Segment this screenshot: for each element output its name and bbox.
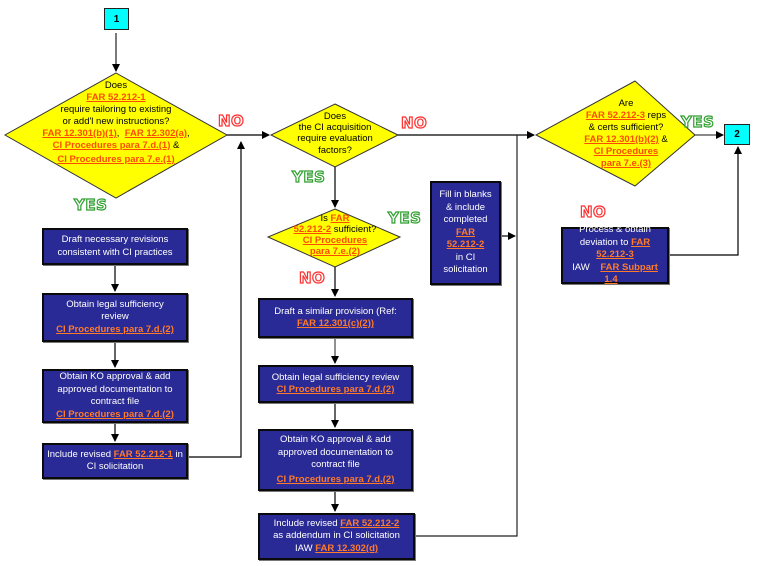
process-text: Include revised — [47, 448, 112, 460]
process-text: as addendum in CI solicitation — [273, 530, 400, 542]
no-label-d4: NO — [579, 202, 607, 221]
process-text: IAW — [572, 261, 590, 273]
link-ci-procedures-7-e-3-b[interactable]: para 7.e.(3) — [600, 158, 652, 169]
yes-label-d2: YES — [291, 167, 326, 186]
link-far-52-212-3[interactable]: FAR 52.212-3 — [585, 110, 646, 121]
start-terminal: 1 — [104, 8, 129, 30]
yes-label-d1: YES — [73, 195, 108, 214]
link-ci-procedures-7-e-1[interactable]: CI Procedures para 7.e.(1) — [57, 154, 175, 165]
process-text: IAW — [294, 542, 313, 554]
process-text: in CI solicitation — [86, 448, 183, 473]
process-text: Fill in blanks & include completed — [439, 189, 492, 226]
decision-diamond-far-52-212-3 — [534, 80, 696, 187]
decision3-suffix: sufficient? — [333, 224, 377, 235]
process-ko-approval-middle: Obtain KO approval & add approved docume… — [258, 429, 413, 491]
decision-diamond-far-52-212-1 — [3, 72, 229, 199]
yes-label-d4: YES — [680, 112, 715, 131]
link-far-52-212-1[interactable]: FAR 52.212-1 — [113, 448, 173, 460]
link-far-12-301-b-1[interactable]: FAR 12.301(b)(1) — [42, 128, 117, 139]
link-ci-procedures-7-e-2-b[interactable]: para 7.e.(2) — [309, 246, 361, 257]
process-text: in CI solicitation — [443, 251, 488, 276]
process-text: Obtain KO approval & add approved docume… — [277, 434, 394, 470]
process-text: Process & obtain deviation to — [579, 224, 651, 248]
no-label-d3: NO — [298, 268, 326, 287]
process-text: Include revised — [273, 517, 338, 529]
decision4-text1: reps — [647, 110, 667, 121]
decision2-text: Does the CI acquisition require evaluati… — [285, 111, 385, 156]
link-far-12-302-d[interactable]: FAR 12.302(d) — [315, 542, 379, 554]
connector-deviation-to-end — [668, 146, 742, 256]
end-terminal: 2 — [724, 124, 750, 145]
process-include-revised-far-52-212-2: Include revised FAR 52.212-2 as addendum… — [258, 513, 415, 560]
ampersand: & — [661, 134, 668, 145]
process-legal-sufficiency-left: Obtain legal sufficiency review CI Proce… — [42, 293, 188, 342]
decision4-text: Are FAR 52.212-3 reps & certs sufficient… — [566, 98, 686, 170]
link-ci-procedures-7-d-2[interactable]: CI Procedures para 7.d.(2) — [56, 408, 174, 420]
decision1-line3: or add'l new instructions? — [62, 116, 170, 127]
link-far-52-212-1[interactable]: FAR 52.212-1 — [86, 92, 146, 103]
process-include-revised-far-52-212-1: Include revised FAR 52.212-1 in CI solic… — [42, 443, 188, 479]
process-text: Obtain legal sufficiency review — [271, 371, 400, 383]
yes-label-d3: YES — [387, 208, 422, 227]
link-far-52-212-2-b[interactable]: 52.212-2 — [293, 224, 332, 235]
decision2-line4: factors? — [318, 145, 352, 156]
link-ci-procedures-7-d-1[interactable]: CI Procedures para 7.d.(1) — [52, 140, 171, 151]
decision4-line1: Are — [618, 98, 634, 109]
decision4-line2: & certs sufficient? — [588, 122, 664, 133]
decision1-line1: Does — [104, 80, 128, 91]
process-obtain-deviation: Process & obtain deviation to FAR 52.212… — [561, 224, 669, 286]
process-draft-revisions: Draft necessary revisions consistent wit… — [42, 228, 188, 265]
connector-left-return — [187, 141, 245, 458]
link-ci-procedures-7-d-2[interactable]: CI Procedures para 7.d.(2) — [56, 323, 174, 335]
connector-mbox4-merge — [414, 135, 518, 537]
link-ci-procedures-7-e-3-a[interactable]: CI Procedures — [593, 146, 659, 157]
process-text: Draft a similar provision (Ref: — [274, 305, 397, 317]
decision3-prefix: Is — [320, 213, 328, 224]
separator: , — [187, 128, 190, 139]
decision2-line1: Does — [323, 111, 347, 122]
process-text: Obtain legal sufficiency review — [66, 298, 164, 323]
process-text: Draft necessary revisions consistent wit… — [57, 234, 173, 258]
no-label-d1: NO — [217, 111, 245, 130]
link-far-12-301-b-2[interactable]: FAR 12.301(b)(2) — [584, 134, 659, 145]
ampersand: & — [173, 140, 180, 151]
process-fill-in-blanks: Fill in blanks & include completed FAR 5… — [430, 181, 501, 285]
link-far-12-302-a[interactable]: FAR 12.302(a) — [124, 128, 188, 139]
link-far-52-212-2-a[interactable]: FAR — [330, 213, 350, 224]
process-legal-sufficiency-middle: Obtain legal sufficiency review CI Proce… — [258, 365, 413, 403]
link-ci-procedures-7-e-2-a[interactable]: CI Procedures — [302, 235, 368, 246]
link-ci-procedures-7-d-2[interactable]: CI Procedures para 7.d.(2) — [276, 473, 395, 485]
link-ci-procedures-7-d-2[interactable]: CI Procedures para 7.d.(2) — [276, 384, 395, 395]
decision1-line2: require tailoring to existing — [60, 104, 172, 115]
link-far-52-212-3-deviation[interactable]: FAR 52.212-3 — [596, 236, 651, 261]
separator: , — [116, 128, 120, 139]
decision2-line3: require evaluation — [297, 133, 373, 144]
process-text: Obtain KO approval & add approved docume… — [57, 371, 173, 407]
process-draft-similar-provision: Draft a similar provision (Ref: FAR 12.3… — [258, 298, 413, 338]
link-far-12-301-c-2[interactable]: FAR 12.301(c)(2)) — [296, 318, 375, 329]
no-label-d2: NO — [400, 113, 428, 132]
decision3-text: Is FAR 52.212-2 sufficient? CI Procedure… — [283, 213, 387, 257]
link-far-52-212-2[interactable]: FAR 52.212-2 — [446, 226, 485, 251]
link-far-subpart-1-4[interactable]: FAR Subpart 1.4 — [600, 261, 658, 286]
decision1-text: Does FAR 52.212-1 require tailoring to e… — [25, 80, 207, 166]
link-far-52-212-2[interactable]: FAR 52.212-2 — [340, 517, 400, 529]
decision2-line2: the CI acquisition — [298, 122, 372, 133]
process-ko-approval-left: Obtain KO approval & add approved docume… — [42, 369, 188, 423]
